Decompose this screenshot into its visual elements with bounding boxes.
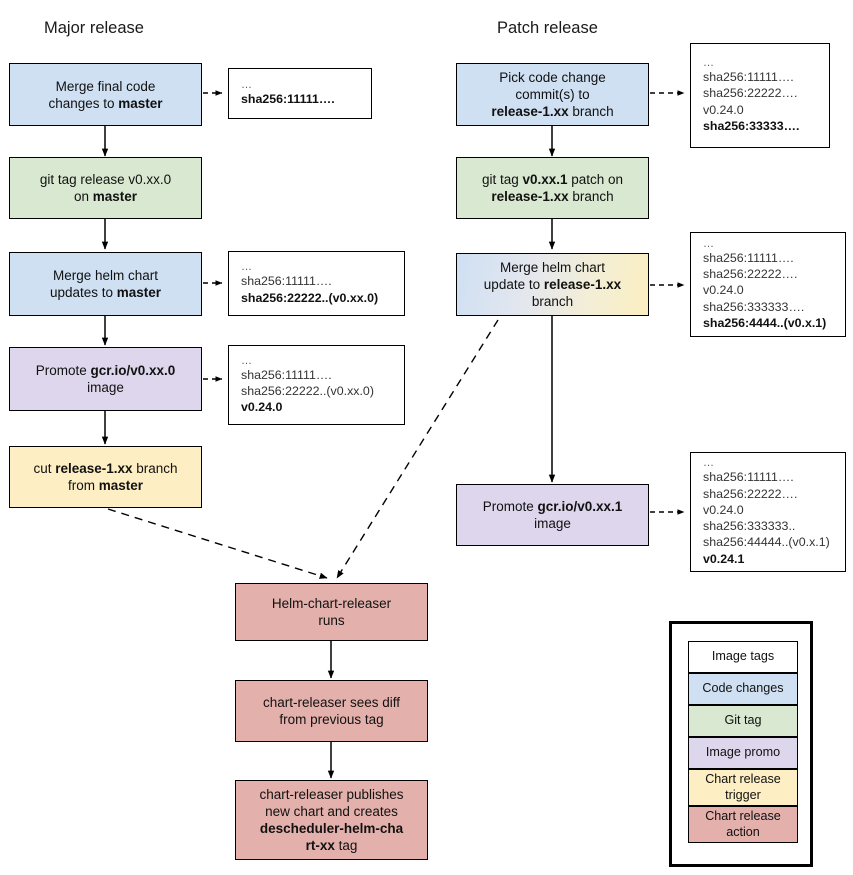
note-line: … [241,354,254,367]
note-line: sha256:11111…. [703,70,794,84]
note-line: sha256:44444..(v0.x.1) [703,535,830,550]
legend-panel: Image tags Code changes Git tag Image pr… [669,621,813,867]
note-line: … [241,79,254,92]
note-major-merge-final-code: …sha256:11111…. [228,68,372,119]
column-title-patch-release: Patch release [497,19,598,37]
note-line: sha256:4444..(v0.x.1) [703,315,827,330]
note-line: v0.24.0 [703,283,744,298]
note-line: sha256:11111…. [241,274,332,289]
legend-item-code-changes[interactable]: Code changes [688,673,798,705]
note-line: v0.24.0 [241,400,283,415]
note-major-merge-helm: …sha256:11111….sha256:22222..(v0.xx.0) [228,251,405,316]
note-major-promote-image: …sha256:11111….sha256:22222..(v0.xx.0) v0… [228,345,405,425]
note-line: … [703,57,716,69]
note-line: sha256:333333.. [703,519,796,533]
note-line: sha256:33333…. [703,118,800,133]
note-line: sha256:11111…. [241,92,335,107]
note-patch-promote-image: …sha256:11111….sha256:22222….v0.24.0 sha2… [690,452,846,572]
column-title-major-release: Major release [44,19,144,37]
note-line: … [703,237,716,250]
legend-item-git-tag[interactable]: Git tag [688,705,798,737]
note-line: sha256:11111…. [241,367,332,382]
note-line: … [703,457,716,470]
note-line: v0.24.0 [703,102,744,117]
note-line: v0.24.0 [703,502,744,517]
legend-item-image-promo[interactable]: Image promo [688,737,798,769]
legend-item-chart-release-trigger[interactable]: Chart release trigger [688,769,798,806]
note-line: sha256:11111…. [703,250,794,265]
note-line: sha256:22222…. [703,267,798,282]
note-line: sha256:11111…. [703,470,794,485]
note-line: sha256:22222..(v0.xx.0) [241,290,379,305]
legend-item-image-tags[interactable]: Image tags [688,641,798,673]
edge-cut-branch-to-releaser [107,508,328,579]
legend-item-chart-release-action[interactable]: Chart release action [688,806,798,843]
note-line: sha256:333333…. [703,299,805,314]
note-line: sha256:22222..(v0.xx.0) [241,383,374,398]
note-line: v0.24.1 [703,551,745,566]
note-line: … [241,261,254,274]
note-line: sha256:22222…. [703,486,798,501]
note-line: sha256:22222…. [703,86,798,101]
